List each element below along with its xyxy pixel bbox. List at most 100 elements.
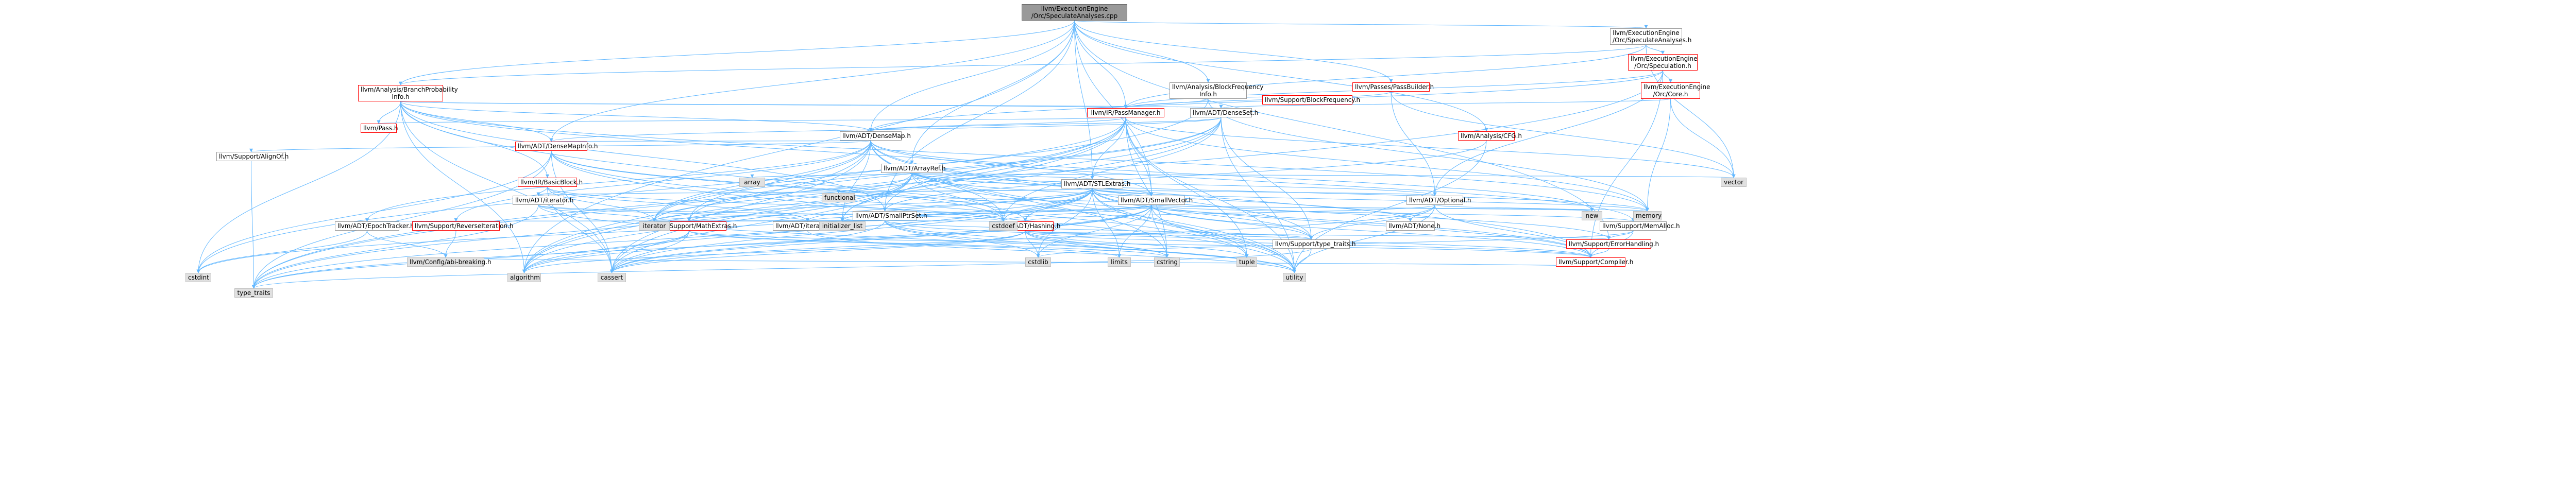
edge-stlExtras-to-utility [1092,188,1296,273]
edge-denseMap-to-epochTracker [365,140,871,222]
edge-mathExtras-to-cstring [689,230,1169,258]
edge-passManager-to-stlExtras [1090,117,1126,180]
edge-epochTracker-to-cstdint [196,230,367,273]
node-denseMap[interactable]: llvm/ADT/DenseMap.h [840,131,911,141]
edge-smallVector-to-compiler [1151,204,1592,258]
node-smallPtrSet[interactable]: llvm/ADT/SmallPtrSet.h [853,211,927,220]
node-basicBlock[interactable]: llvm/IR/BasicBlock.h [518,178,583,187]
node-functional[interactable]: functional [822,193,855,202]
node-cstdint[interactable]: cstdint [185,273,211,282]
edge-root-to-bfi [1074,20,1210,83]
node-orcCore[interactable]: llvm/ExecutionEngine /Orc/Core.h [1641,82,1710,99]
node-none[interactable]: llvm/ADT/None.h [1386,221,1440,231]
edge-denseMap-to-initList [840,140,871,222]
node-specAnaH[interactable]: llvm/ExecutionEngine /Orc/SpeculateAnaly… [1610,28,1691,45]
edge-root-to-algorithm [522,20,1075,273]
edge-optional-to-typeTraitsSup [1309,204,1435,240]
edge-arrayRef-to-iterator [652,172,912,222]
edge-root-to-passBuilder [1074,20,1393,83]
edge-typeTraitsSup-to-typeTraits [252,248,1312,289]
edge-optional-to-cassert [610,204,1435,273]
edge-denseSet-to-denseMapInfo [549,117,1222,142]
node-passBuilder[interactable]: llvm/Passes/PassBuilder.h [1352,82,1434,92]
edge-basicBlock-to-iterator [547,186,656,222]
edge-smallPtrSet-to-cassert [610,220,885,273]
node-abiBreaking[interactable]: llvm/Config/abi-breaking.h [407,257,492,267]
edge-optional-to-hashing [1023,204,1435,222]
edge-bpi-to-cassert [400,101,614,273]
edge-denseMap-to-reverseIter [454,140,871,222]
node-cstddef[interactable]: cstddef [989,221,1018,231]
node-bfi[interactable]: llvm/Analysis/BlockFrequency Info.h [1170,82,1263,99]
node-algorithm[interactable]: algorithm [507,273,541,282]
edge-hashing-to-cstdlib [1025,230,1040,258]
edge-passManager-to-vector [1125,117,1736,178]
node-typeTraitsSup[interactable]: llvm/Support/type_traits.h [1273,239,1356,249]
edge-hashing-to-cassert [610,230,1026,273]
edge-stlExtras-to-memory [1092,188,1649,212]
edge-specAnaH-to-speculation [1646,44,1665,55]
edge-hashing-to-algorithm [522,230,1026,273]
edge-compiler-to-abiBreaking [445,257,1591,267]
node-arrayRef[interactable]: llvm/ADT/ArrayRef.h [881,164,946,173]
node-epochTracker[interactable]: llvm/ADT/EpochTracker.h [335,221,414,231]
node-cfg[interactable]: llvm/Analysis/CFG.h [1458,131,1522,141]
edge-stlExtras-to-optional [1092,188,1436,196]
node-tuple[interactable]: tuple [1236,257,1257,267]
node-alignOf[interactable]: llvm/Support/AlignOf.h [216,152,289,161]
edge-arrayRef-to-initList [840,172,912,222]
node-initList[interactable]: initializer_list [819,221,866,231]
node-blockFreq[interactable]: llvm/Support/BlockFrequency.h [1262,95,1360,105]
edge-arrayRef-to-vector [911,172,1735,178]
edge-typeTraitsSup-to-utility [1293,248,1312,273]
edge-bpi-to-memory [400,101,1649,212]
node-bpi[interactable]: llvm/Analysis/BranchProbability Info.h [358,85,458,101]
node-speculation[interactable]: llvm/ExecutionEngine /Orc/Speculation.h [1628,54,1698,71]
edge-passManager-to-typeTraits [252,117,1126,289]
edge-memAlloc-to-errorHandling [1607,230,1634,240]
node-memAlloc[interactable]: llvm/Support/MemAlloc.h [1600,221,1680,231]
edge-passBuilder-to-optional [1391,91,1437,196]
edge-root-to-denseMapInfo [549,20,1075,142]
node-cassert[interactable]: cassert [598,273,626,282]
node-optional[interactable]: llvm/ADT/Optional.h [1406,196,1471,205]
edge-stlExtras-to-limits [1092,188,1121,258]
edge-smallPtrSet-to-compiler [885,220,1592,258]
node-passManager[interactable]: llvm/IR/PassManager.h [1087,108,1164,117]
node-new[interactable]: new [1582,211,1602,220]
node-compiler[interactable]: llvm/Support/Compiler.h [1556,257,1633,267]
edge-hashing-to-cstring [1025,230,1169,258]
node-denseSet[interactable]: llvm/ADT/DenseSet.h [1190,108,1258,117]
node-utility[interactable]: utility [1283,273,1306,282]
edge-basicBlock-to-cstddef [547,186,1005,222]
node-typeTraits[interactable]: type_traits [234,288,273,298]
edge-reverseIter-to-abiBreaking [444,230,456,258]
node-pass[interactable]: llvm/Pass.h [361,124,398,133]
node-errorHandling[interactable]: llvm/Support/ErrorHandling.h [1566,239,1659,249]
edge-stlExtras-to-typeTraits [252,188,1093,289]
node-limits[interactable]: limits [1108,257,1131,267]
node-memory[interactable]: memory [1633,211,1662,220]
edge-smallVector-to-typeTraits [252,204,1152,289]
node-array[interactable]: array [739,178,765,187]
node-cstdlib[interactable]: cstdlib [1025,257,1051,267]
node-vector[interactable]: vector [1721,178,1747,187]
edge-arrayRef-to-typeTraits [252,172,912,289]
edge-hashing-to-errorHandling [1025,230,1611,240]
edge-denseMap-to-cassert [610,140,871,273]
node-iteratorH[interactable]: llvm/ADT/iterator.h [513,196,573,205]
edge-denseMap-to-mathExtras [687,140,871,222]
node-iterator[interactable]: iterator [639,221,670,231]
node-root: llvm/ExecutionEngine /Orc/SpeculateAnaly… [1022,4,1127,21]
edge-stlExtras-to-cstdlib [1036,188,1093,258]
node-reverseIter[interactable]: llvm/Support/ReverseIteration.h [412,221,514,231]
node-smallVector[interactable]: llvm/ADT/SmallVector.h [1118,196,1193,205]
edge-denseSet-to-utility [1221,117,1296,273]
node-denseMapInfo[interactable]: llvm/ADT/DenseMapInfo.h [515,142,598,151]
edge-denseMap-to-cstring [870,140,1169,258]
node-mathExtras[interactable]: llvm/Support/MathExtras.h [652,221,737,231]
edge-stlExtras-to-iterator [652,188,1093,222]
node-stlExtras[interactable]: llvm/ADT/STLExtras.h [1061,179,1130,188]
node-cstring[interactable]: cstring [1154,257,1180,267]
